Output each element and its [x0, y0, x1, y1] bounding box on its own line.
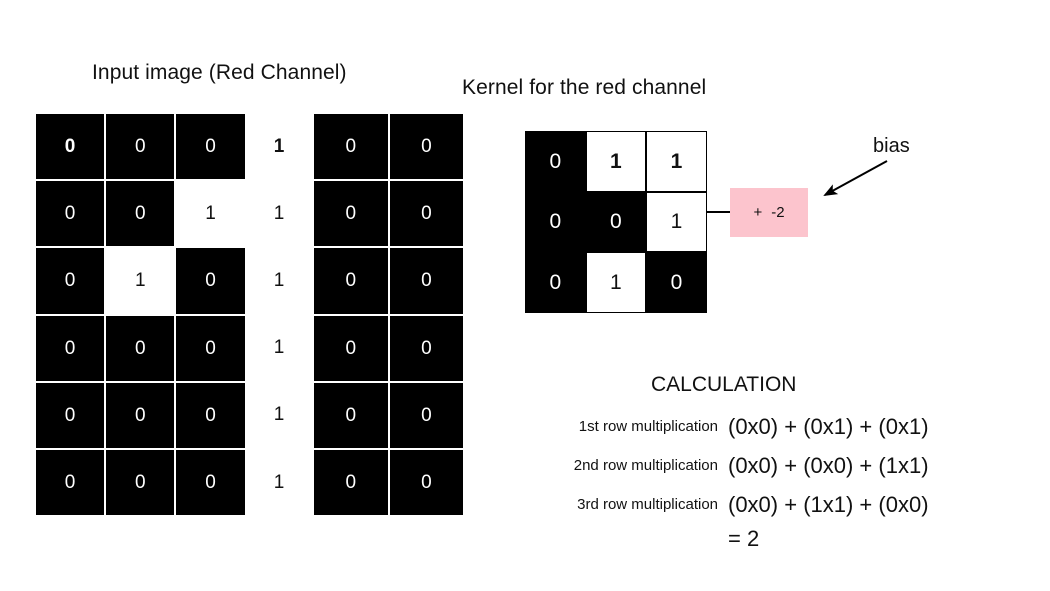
input-middle-cell-r4: 1: [273, 337, 285, 359]
input-cell-r5-c3: 0: [175, 381, 246, 449]
input-cell-r6-c3: 0: [175, 449, 246, 517]
input-right-cell-r1-c1: 0: [313, 113, 389, 181]
bias-label: bias: [873, 135, 910, 157]
calculation-row-label-3: 3rd row multiplication: [577, 496, 718, 513]
bias-operator: +: [753, 204, 763, 221]
calculation-row-label-1: 1st row multiplication: [578, 418, 718, 435]
input-cell-r3-c2: 1: [105, 247, 176, 315]
input-right-cell-r3-c1: 0: [313, 247, 389, 315]
kernel-cell-r3-c3: 0: [646, 252, 707, 313]
input-right-cell-r6-c2: 0: [388, 449, 465, 517]
kernel-cell-r1-c3: 1: [646, 131, 707, 192]
bias-box: + -2: [730, 188, 808, 237]
input-cell-r1-c1: 0: [35, 113, 106, 181]
input-right-cell-r6-c1: 0: [313, 449, 389, 517]
input-cell-r2-c3: 1: [175, 180, 246, 248]
input-cell-r5-c1: 0: [35, 381, 106, 449]
input-middle-cell-r5: 1: [273, 404, 285, 426]
calculation-row-expression-1: (0x0) + (0x1) + (0x1): [728, 414, 929, 439]
calculation-row-expression-2: (0x0) + (0x0) + (1x1): [728, 453, 929, 478]
kernel-cell-r2-c2: 0: [585, 191, 647, 253]
input-cell-r1-c3: 0: [175, 113, 246, 181]
input-middle-cell-r1: 1: [273, 135, 285, 157]
input-middle-cell-r2: 1: [273, 202, 285, 224]
calculation-heading: CALCULATION: [651, 373, 797, 396]
input-cell-r3-c3: 0: [175, 247, 246, 315]
input-cell-r4-c2: 0: [105, 314, 176, 382]
input-cell-r2-c1: 0: [35, 180, 106, 248]
input-right-cell-r2-c2: 0: [388, 180, 465, 248]
input-right-cell-r4-c2: 0: [388, 314, 465, 382]
kernel-cell-r2-c1: 0: [525, 191, 586, 253]
kernel-cell-r3-c2: 1: [585, 252, 647, 313]
calculation-expressions: (0x0) + (0x1) + (0x1) (0x0) + (0x0) + (1x…: [728, 412, 929, 529]
kernel-cell-r3-c1: 0: [525, 252, 586, 313]
kernel-title: Kernel for the red channel: [462, 76, 707, 99]
input-right-cell-r2-c1: 0: [313, 180, 389, 248]
input-cell-r4-c3: 0: [175, 314, 246, 382]
input-cell-r6-c1: 0: [35, 449, 106, 517]
kernel-cell-r1-c1: 0: [525, 131, 586, 192]
input-cell-r1-c2: 0: [105, 113, 176, 181]
input-right-cell-r1-c2: 0: [388, 113, 465, 181]
input-right-cell-r4-c1: 0: [313, 314, 389, 382]
kernel-cell-r1-c2: 1: [585, 131, 647, 192]
input-right-cell-r3-c2: 0: [388, 247, 465, 315]
input-cell-r2-c2: 0: [105, 180, 176, 248]
input-cell-r4-c1: 0: [35, 314, 106, 382]
input-cell-r3-c1: 0: [35, 247, 106, 315]
bias-connector-line: [707, 211, 731, 213]
input-right-cell-r5-c1: 0: [313, 381, 389, 449]
calculation-row-expression-3: (0x0) + (1x1) + (0x0): [728, 492, 929, 517]
calculation-row-label-2: 2nd row multiplication: [573, 457, 718, 474]
calculation-labels: 1st row multiplication 2nd row multiplica…: [420, 414, 718, 531]
kernel-cell-r2-c3: 1: [646, 191, 707, 253]
input-image-title: Input image (Red Channel): [92, 61, 347, 84]
input-cell-r6-c2: 0: [105, 449, 176, 517]
calculation-total: = 2: [728, 526, 760, 551]
bias-value: -2: [771, 204, 785, 221]
input-middle-cell-r6: 1: [273, 471, 285, 493]
bias-arrow-icon: [823, 160, 888, 196]
input-right-cell-r5-c2: 0: [388, 381, 465, 449]
input-cell-r5-c2: 0: [105, 381, 176, 449]
input-middle-cell-r3: 1: [273, 269, 285, 291]
